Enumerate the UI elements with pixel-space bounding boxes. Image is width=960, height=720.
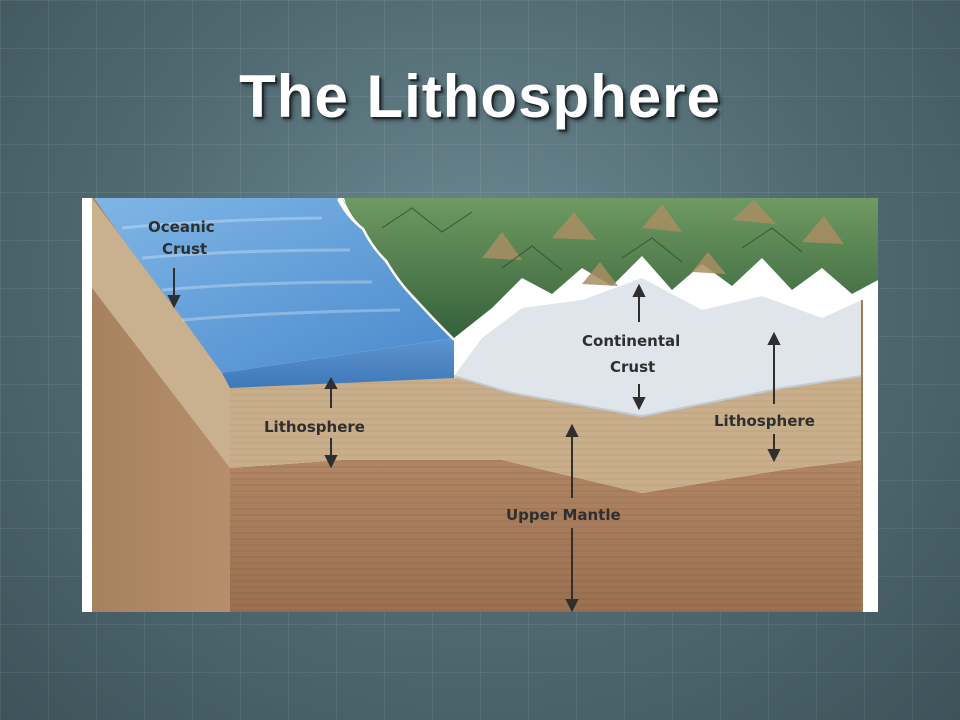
label-lithosphere-left: Lithosphere — [264, 418, 365, 436]
label-lithosphere-right: Lithosphere — [714, 412, 815, 430]
ocean-front — [222, 338, 454, 388]
lithosphere-block-diagram: Oceanic Crust Continental Crust Lithosph… — [92, 198, 878, 612]
label-upper-mantle: Upper Mantle — [506, 506, 621, 524]
block-left-face-top — [92, 198, 230, 468]
continental-crust — [454, 278, 862, 416]
lithosphere-diagram: Oceanic Crust Continental Crust Lithosph… — [82, 198, 878, 612]
label-oceanic-crust-2: Crust — [162, 240, 207, 258]
ocean-surface — [94, 198, 454, 373]
slide-title: The Lithosphere — [239, 63, 721, 130]
label-oceanic-crust-1: Oceanic — [148, 218, 215, 236]
label-continental-crust-1: Continental — [582, 332, 680, 350]
label-continental-crust-2: Crust — [610, 358, 655, 376]
mountain-range — [344, 198, 878, 338]
